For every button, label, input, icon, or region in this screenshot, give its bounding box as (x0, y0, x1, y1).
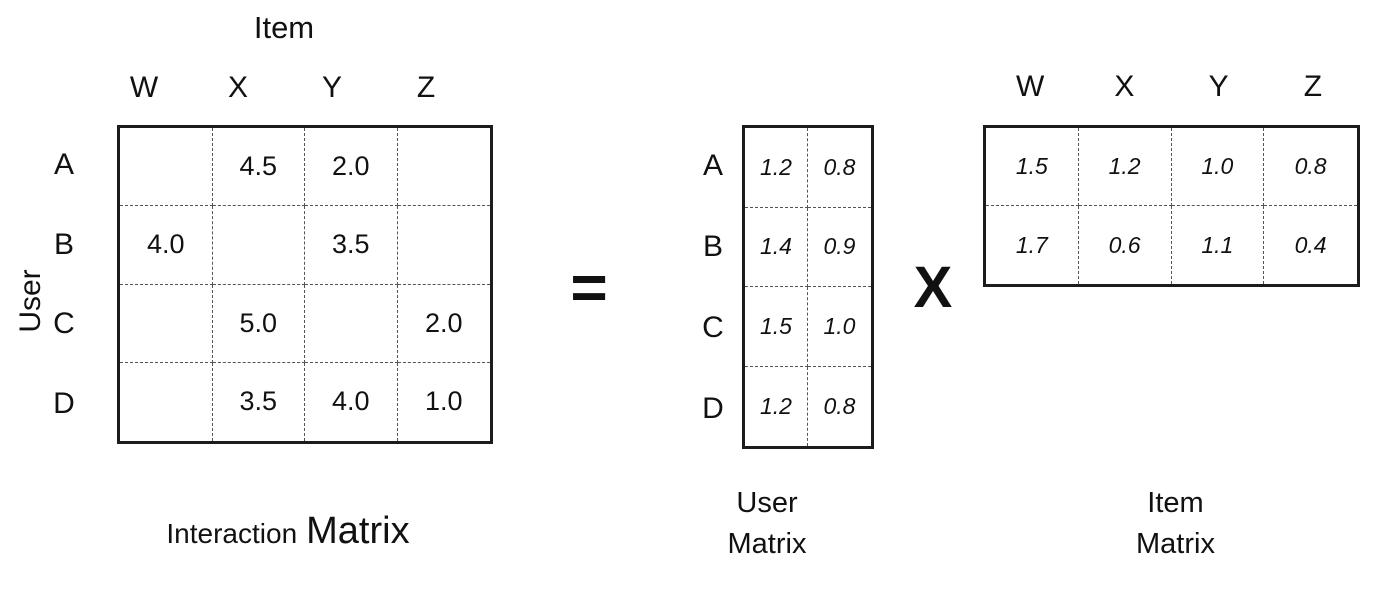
user-caption-line2: Matrix (727, 528, 807, 560)
interaction-cell-A-Y: 2.0 (305, 128, 398, 207)
interaction-row-headers: A B C D (40, 125, 88, 444)
equals-sign: = (570, 251, 608, 323)
row-header-a: A (702, 148, 723, 182)
user-cell-B-2: 0.9 (808, 208, 871, 287)
user-cell-A-1: 1.2 (745, 128, 808, 208)
col-header-w: W (1015, 70, 1045, 103)
user-matrix-row-headers: A B C D (689, 125, 737, 449)
item-axis-title: Item (253, 10, 315, 45)
item-caption-line2: Matrix (1136, 528, 1215, 560)
user-caption-line1: User (736, 487, 798, 519)
row-header-d: D (53, 387, 75, 421)
interaction-cell-C-X: 5.0 (212, 284, 305, 363)
col-header-z: Z (416, 71, 436, 104)
col-header-y: Y (1208, 70, 1229, 103)
interaction-cell-A-X: 4.5 (212, 128, 305, 207)
col-header-z: Z (1303, 70, 1323, 103)
interaction-cell-B-W: 4.0 (120, 206, 213, 285)
user-matrix-caption: User Matrix (701, 483, 833, 565)
interaction-matrix-caption: Interaction Matrix (100, 510, 476, 553)
item-cell-1-Y: 1.0 (1171, 128, 1265, 206)
item-matrix-caption: Item Matrix (988, 483, 1363, 565)
interaction-cell-C-W (120, 284, 213, 363)
interaction-cell-A-Z (397, 128, 490, 207)
row-header-c: C (53, 307, 75, 341)
item-cell-1-Z: 0.8 (1264, 128, 1357, 206)
interaction-cell-D-W (120, 362, 213, 441)
user-cell-D-1: 1.2 (745, 366, 808, 446)
interaction-matrix: 4.5 2.0 4.0 3.5 5.0 2.0 3.5 4.0 1.0 (117, 125, 493, 444)
interaction-cell-B-X (212, 206, 305, 285)
item-cell-2-W: 1.7 (986, 206, 1079, 284)
interaction-cell-A-W (120, 128, 213, 207)
col-header-x: X (227, 71, 248, 104)
interaction-cell-C-Y (305, 284, 398, 363)
row-header-a: A (53, 147, 74, 181)
user-matrix: 1.2 0.8 1.4 0.9 1.5 1.0 1.2 0.8 (742, 125, 874, 449)
row-header-d: D (702, 391, 724, 425)
item-caption-line1: Item (1147, 487, 1204, 519)
user-cell-A-2: 0.8 (808, 128, 871, 208)
interaction-col-headers: W X Y Z (97, 70, 473, 106)
interaction-cell-D-Z: 1.0 (424, 386, 463, 417)
item-matrix-col-headers: W X Y Z (983, 68, 1360, 106)
user-cell-C-1: 1.5 (745, 287, 808, 367)
col-header-x: X (1114, 70, 1135, 103)
row-header-b: B (53, 227, 74, 261)
row-header-b: B (702, 229, 723, 263)
interaction-caption-large: Matrix (306, 510, 410, 552)
item-cell-1-W: 1.5 (986, 128, 1079, 206)
interaction-caption-small: Interaction (166, 518, 298, 549)
item-cell-2-Y: 1.1 (1172, 206, 1265, 284)
multiplication-sign: X (913, 254, 953, 320)
interaction-cell-C-Z: 2.0 (397, 285, 490, 363)
item-cell-2-Z: 0.4 (1294, 231, 1327, 258)
interaction-cell-B-Y: 3.5 (305, 206, 398, 285)
user-cell-C-2: 1.0 (808, 287, 871, 367)
item-cell-1-X: 1.2 (1078, 128, 1172, 206)
interaction-cell-B-Z (397, 206, 490, 285)
row-header-c: C (702, 310, 724, 344)
col-header-y: Y (321, 71, 342, 104)
user-cell-B-1: 1.4 (745, 207, 808, 287)
interaction-cell-D-X: 3.5 (213, 362, 305, 441)
col-header-w: W (129, 71, 159, 104)
interaction-cell-D-Y: 4.0 (305, 362, 398, 441)
item-cell-2-X: 0.6 (1079, 206, 1172, 284)
user-cell-D-2: 0.8 (823, 392, 856, 419)
item-matrix: 1.5 1.2 1.0 0.8 1.7 0.6 1.1 0.4 (983, 125, 1360, 287)
